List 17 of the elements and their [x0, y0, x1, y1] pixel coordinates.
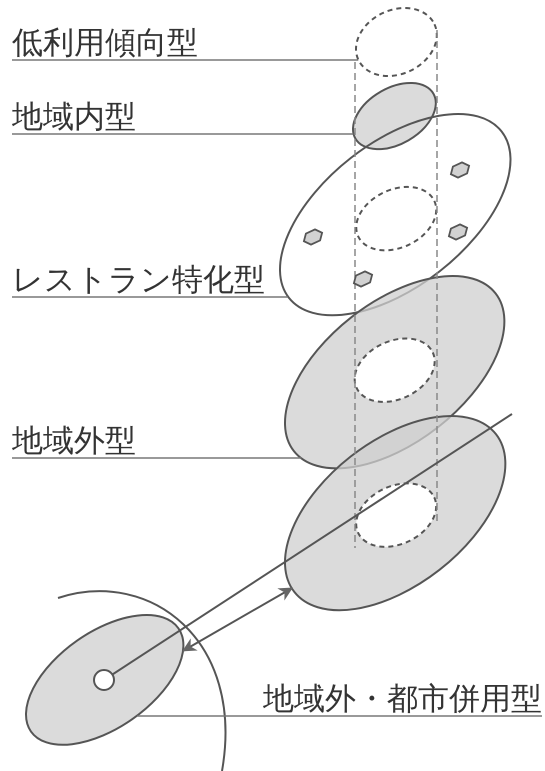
type-label: 地域外型 [12, 424, 136, 458]
shaded-ellipse [26, 615, 184, 745]
leader-line [12, 296, 288, 298]
shaded-ellipse [352, 82, 436, 150]
leader-line [12, 457, 302, 459]
leader-line [137, 715, 542, 717]
dashed-ellipse [356, 8, 436, 76]
arrow [182, 587, 294, 652]
ellipse-outline [280, 114, 510, 316]
type-label: レストラン特化型 [12, 263, 265, 297]
ring-ellipse [284, 416, 506, 610]
type-label: 地域内型 [12, 100, 136, 134]
leader-line [12, 59, 358, 61]
leader-line [12, 133, 354, 135]
type-label: 低利用傾向型 [12, 26, 198, 60]
line [112, 413, 513, 676]
type-label: 地域外・都市併用型 [263, 682, 542, 716]
